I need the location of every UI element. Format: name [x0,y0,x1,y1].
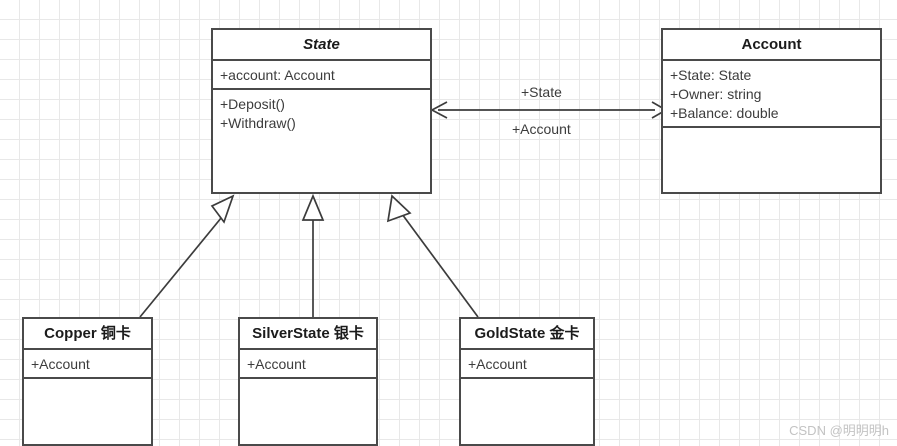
class-operations-gold [461,379,593,444]
operation-row: +Deposit() [220,96,285,112]
class-attributes-copper: +Account [24,350,151,379]
generalization-gold-state [386,194,479,318]
class-attributes-silver: +Account [240,350,376,379]
class-title-gold: GoldState 金卡 [461,319,593,350]
class-attributes-gold: +Account [461,350,593,379]
association-label-account: +Account [512,121,571,137]
attribute-row: +account: Account [220,67,335,83]
attribute-row: +Account [247,356,306,372]
watermark-text: CSDN @明明明h [789,423,889,438]
association-state-account [430,101,668,119]
class-box-account[interactable]: Account +State: State +Owner: string +Ba… [661,28,882,194]
class-title-silver: SilverState 银卡 [240,319,376,350]
class-operations-silver [240,379,376,444]
class-operations-account [663,128,880,192]
generalization-copper-state [139,194,235,318]
attribute-row: +Account [31,356,90,372]
class-operations-copper [24,379,151,444]
class-box-silver[interactable]: SilverState 银卡 +Account [238,317,378,446]
class-operations-state: +Deposit() +Withdraw() [213,90,430,192]
attribute-row: +State: State [670,67,752,83]
class-attributes-state: +account: Account [213,61,430,90]
attribute-row: +Balance: double [670,105,779,121]
association-label-state: +State [521,84,562,100]
operation-row: +Withdraw() [220,115,296,131]
class-box-copper[interactable]: Copper 铜卡 +Account [22,317,153,446]
attribute-row: +Account [468,356,527,372]
class-title-state: State [213,30,430,61]
class-title-account: Account [663,30,880,61]
class-title-copper: Copper 铜卡 [24,319,151,350]
class-box-state[interactable]: State +account: Account +Deposit() +With… [211,28,432,194]
class-attributes-account: +State: State +Owner: string +Balance: d… [663,61,880,128]
generalization-silver-state [301,193,325,317]
class-box-gold[interactable]: GoldState 金卡 +Account [459,317,595,446]
attribute-row: +Owner: string [670,86,762,102]
